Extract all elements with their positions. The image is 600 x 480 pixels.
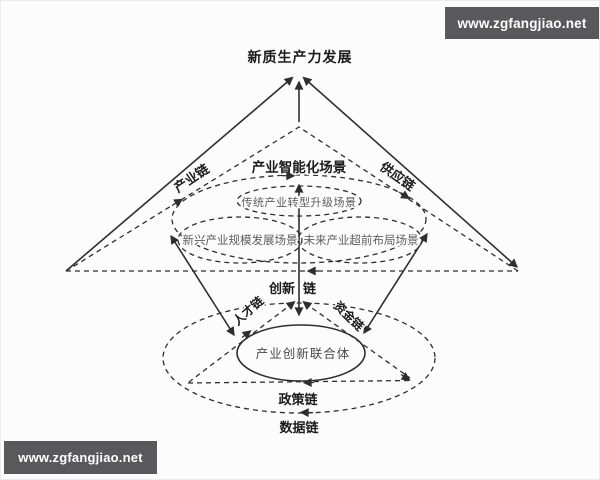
- traditional-scenario-label: 传统产业转型升级场景: [242, 195, 357, 209]
- diagram-labels: 新质生产力发展 产业链 供应链 产业智能化场景 传统产业转型升级场景 新兴产业规…: [170, 48, 421, 437]
- emerging-scenario-label: 新兴产业规模发展场景: [183, 233, 298, 247]
- talent-chain-label: 人才链: [230, 292, 268, 328]
- innovation-chain-label-right: 链: [302, 281, 317, 296]
- diagram-title: 新质生产力发展: [248, 49, 353, 65]
- policy-chain-label: 政策链: [278, 392, 318, 407]
- triangle-left-side-arrow: [65, 76, 294, 272]
- flow-arrowheads: [171, 171, 411, 418]
- solid-structure: [65, 76, 519, 382]
- talent-link-mid-arrow: [241, 330, 252, 340]
- policy-chord-right-end-arrow: [400, 372, 411, 381]
- capital-link-top-arrow: [302, 300, 313, 311]
- supply-chain-label: 供应链: [376, 158, 418, 194]
- watermark-url-bottom: www.zgfangjiao.net: [18, 450, 143, 465]
- inner-dashed-triangle: [65, 126, 519, 272]
- watermark-banner-bottom: www.zgfangjiao.net: [4, 441, 157, 474]
- data-chain-label: 数据链: [279, 420, 319, 435]
- watermark-url-top: www.zgfangjiao.net: [457, 15, 587, 31]
- left-cross-arrow: [170, 234, 235, 337]
- triangle-right-side-arrow: [302, 76, 519, 268]
- scenario-heading: 产业智能化场景: [252, 159, 347, 175]
- consortium-label: 产业创新联合体: [256, 346, 351, 361]
- innovation-chain-label-left: 创新: [268, 281, 295, 296]
- consortium-ellipse: [236, 324, 366, 382]
- inner-left-side-up-arrow: [171, 198, 184, 208]
- industry-chain-label: 产业链: [171, 161, 213, 196]
- inner-right-side-down-arrow: [398, 190, 411, 200]
- watermark-banner-top: www.zgfangjiao.net: [445, 7, 599, 39]
- future-scenario-label: 未来产业超前布局场景: [304, 233, 419, 247]
- talent-link-top-arrow: [285, 300, 296, 311]
- right-cross-arrow: [363, 232, 428, 335]
